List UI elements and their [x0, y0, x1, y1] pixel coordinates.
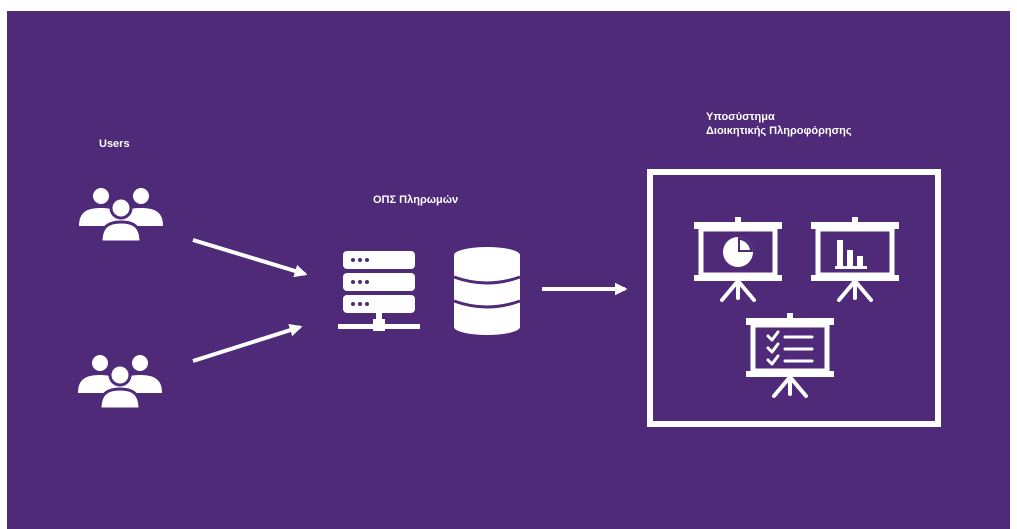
presentation-pie-chart-icon: [694, 217, 782, 302]
diagram-canvas: [7, 11, 1010, 529]
arrow-users-to-ops: [192, 238, 308, 278]
subsystem-title: Υποσύστημα Διοικητικής Πληροφόρησης: [706, 110, 852, 138]
arrow-users-to-ops: [192, 324, 303, 363]
presentation-checklist-icon: [746, 313, 834, 398]
server-rack-icon: [338, 251, 420, 331]
users-label: Users: [99, 138, 130, 150]
database-icon: [453, 247, 521, 335]
subsystem-title-line2: Διοικητικής Πληροφόρησης: [706, 125, 852, 137]
subsystem-frame: [647, 169, 941, 427]
presentation-bar-chart-icon: [811, 217, 899, 302]
ops-payments-label: ΟΠΣ Πληρωμών: [373, 194, 459, 206]
subsystem-title-line1: Υποσύστημα: [706, 111, 775, 123]
